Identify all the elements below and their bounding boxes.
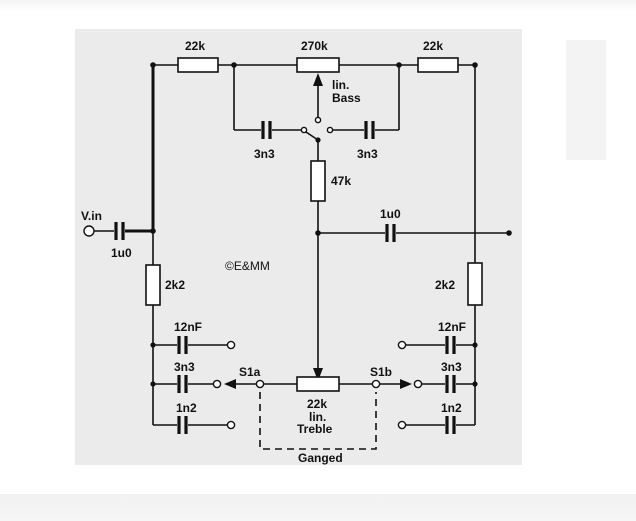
switch-contact-s1b-1n2 <box>397 420 407 430</box>
resistor-22k-top-left <box>177 57 219 73</box>
switch-contact <box>314 116 322 124</box>
potentiometer-bass <box>296 57 340 73</box>
label-resistor-2k2-right: 2k2 <box>435 278 455 292</box>
switch-contact-s1b-3n3 <box>413 379 423 389</box>
label-cap-3n3-bass-left: 3n3 <box>254 147 275 161</box>
label-switch-s1a: S1a <box>239 365 261 379</box>
label-ganged: Ganged <box>298 451 343 465</box>
label-vin: V.in <box>81 209 102 223</box>
label-cap-1n2-right: 1n2 <box>441 401 462 415</box>
switch-s1a-arrow <box>224 379 236 389</box>
potentiometer-treble <box>296 376 340 392</box>
resistor-47k <box>310 160 326 202</box>
label-cap-1u0-output: 1u0 <box>380 207 401 221</box>
label-cap-12nf-right: 12nF <box>438 320 466 334</box>
ganged-link <box>259 392 377 450</box>
resistor-2k2-left <box>145 264 161 306</box>
output-node <box>506 230 512 236</box>
input-terminal <box>83 225 95 237</box>
copyright-label: ©E&MM <box>225 259 270 273</box>
label-pot-treble-value: 22k <box>307 397 327 411</box>
scan-edge-top <box>0 0 636 12</box>
label-cap-3n3-right: 3n3 <box>441 360 462 374</box>
label-bass-name: Bass <box>332 91 361 105</box>
bass-wiper-arrow <box>313 73 323 86</box>
junction-dot <box>150 62 156 68</box>
label-treble-name: Treble <box>297 422 333 436</box>
switch-s1a-common <box>255 379 265 389</box>
switch-contact-s1a-1n2 <box>226 420 236 430</box>
switch-contact-s1b-12nf <box>397 340 407 350</box>
label-resistor-22k-top-right: 22k <box>423 39 443 53</box>
treble-wiper-arrow <box>313 368 323 381</box>
label-treble-lin: lin. <box>309 410 326 424</box>
label-cap-12nf-left: 12nF <box>174 320 202 334</box>
label-cap-1u0-input: 1u0 <box>111 246 132 260</box>
resistor-22k-top-right <box>417 57 459 73</box>
switch-contact-s1a-12nf <box>226 340 236 350</box>
switch-s1b-arrow <box>400 379 412 389</box>
scan-edge-bottom <box>0 494 636 521</box>
label-resistor-22k-top-left: 22k <box>185 39 205 53</box>
switch-contact <box>326 126 334 134</box>
junction-dot <box>472 62 478 68</box>
label-resistor-2k2-left: 2k2 <box>165 278 185 292</box>
label-cap-1n2-left: 1n2 <box>176 401 197 415</box>
label-switch-s1b: S1b <box>370 365 392 379</box>
resistor-2k2-right <box>467 262 483 306</box>
scan-smudge <box>566 40 606 160</box>
label-cap-3n3-bass-right: 3n3 <box>357 147 378 161</box>
label-bass-lin: lin. <box>332 78 349 92</box>
label-cap-3n3-left: 3n3 <box>174 360 195 374</box>
switch-contact-s1a-3n3 <box>212 379 222 389</box>
label-pot-bass-value: 270k <box>301 39 328 53</box>
switch-s1b-common <box>371 379 381 389</box>
switch-contact <box>300 126 308 134</box>
label-resistor-47k: 47k <box>331 174 351 188</box>
